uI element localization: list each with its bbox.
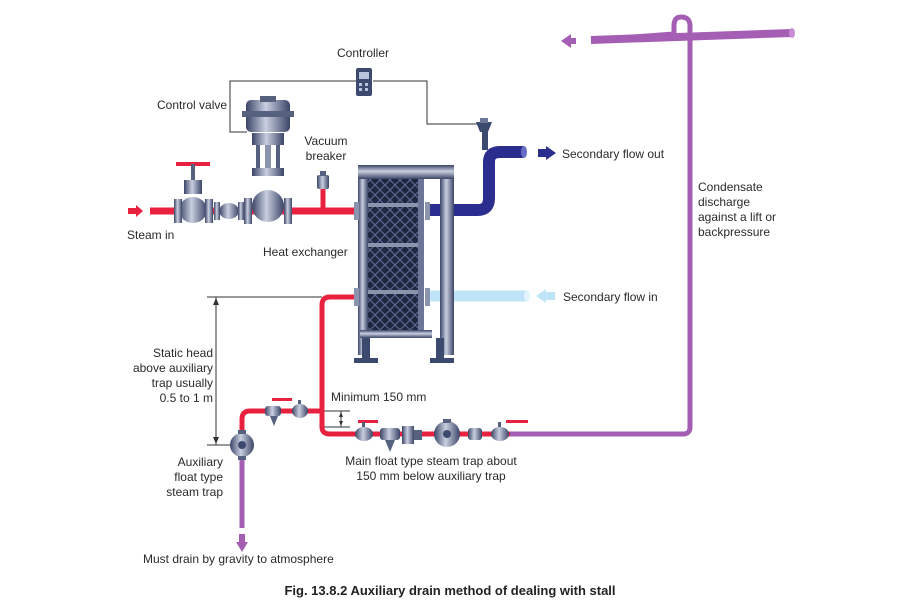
controller-icon — [356, 68, 372, 96]
steam-in-label: Steam in — [127, 228, 175, 242]
aux-strainer-icon — [265, 406, 281, 426]
secondary-in-arrow-tail — [546, 292, 555, 300]
secondary-in-arrow — [536, 289, 546, 303]
strainer-icon — [214, 202, 244, 220]
aux-trap-label-line-1: Auxiliary — [177, 455, 223, 469]
condensate-outlet-pipe — [590, 29, 793, 44]
vacuum-breaker-label: Vacuum breaker — [298, 134, 354, 164]
control-valve-icon — [242, 96, 294, 224]
main-strainer-icon — [380, 428, 400, 452]
main-isolation-valve-2-icon — [491, 420, 528, 441]
main-check-valve-icon — [402, 426, 422, 444]
vacuum-breaker-icon — [317, 171, 329, 189]
static-head-label-line-2: above auxiliary — [132, 361, 213, 375]
condensate-flow-arrow — [561, 34, 571, 48]
condensate-outlet-end — [789, 28, 795, 38]
main-float-trap-icon — [434, 419, 460, 447]
gravity-arrow-tail — [239, 534, 245, 542]
vacuum-breaker-label-line-1: Vacuum — [304, 134, 348, 148]
static-head-label-line-3: trap usually — [151, 376, 213, 390]
aux-trap-label-line-3: steam trap — [166, 485, 223, 499]
auxiliary-trap-label: Auxiliary float type steam trap — [140, 455, 223, 500]
heat-exchanger-icon — [354, 165, 454, 363]
gravity-drain-label: Must drain by gravity to atmosphere — [143, 552, 334, 566]
secondary-out-pipe — [430, 146, 523, 216]
secondary-out-arrow-tail — [538, 149, 546, 157]
aux-trap-label-line-2: float type — [174, 470, 223, 484]
controller-signal-to-valve — [229, 80, 356, 133]
secondary-in-label: Secondary flow in — [563, 290, 658, 304]
aux-branch-pipe — [239, 408, 322, 440]
vacuum-breaker-label-line-2: breaker — [305, 149, 347, 163]
main-trap-label: Main float type steam trap about 150 mm … — [331, 454, 531, 484]
condensate-label-line-1: Condensate — [698, 180, 763, 194]
figure-caption: Fig. 13.8.2 Auxiliary drain method of de… — [284, 583, 616, 598]
static-head-label-line-1: Static head — [152, 346, 213, 360]
secondary-out-pipe-end — [521, 146, 527, 158]
minimum-arrow-bottom — [339, 421, 343, 426]
steam-in-arrow — [136, 205, 143, 217]
aux-float-trap-icon — [230, 430, 254, 460]
static-head-label: Static head above auxiliary trap usually… — [112, 346, 213, 406]
condensate-label-line-2: discharge — [698, 195, 751, 209]
temperature-sensor-icon — [476, 118, 492, 150]
gravity-arrow — [236, 542, 248, 552]
minimum-arrow-top — [339, 412, 343, 417]
stop-valve-icon — [174, 162, 213, 223]
secondary-in-pipe-end — [524, 290, 530, 302]
main-sight-glass-icon — [468, 428, 482, 440]
drain-pipe-steam — [319, 294, 510, 437]
static-head-arrow-bottom — [213, 437, 219, 444]
condensate-return-pipe — [508, 14, 693, 437]
heat-exchanger-label: Heat exchanger — [263, 245, 348, 259]
controller-label: Controller — [337, 46, 390, 60]
controller-signal-to-sensor — [373, 80, 478, 125]
secondary-out-arrow — [546, 146, 556, 160]
static-head-label-line-4: 0.5 to 1 m — [159, 391, 213, 405]
minimum-150mm-label: Minimum 150 mm — [331, 390, 427, 404]
control-valve-label: Control valve — [157, 98, 228, 112]
condensate-flow-arrow-tail — [570, 38, 576, 44]
main-isolation-valve-1-icon — [355, 420, 378, 441]
condensate-label-line-3: against a lift or — [698, 210, 777, 224]
main-trap-label-line-2: 150 mm below auxiliary trap — [356, 469, 506, 483]
condensate-discharge-label: Condensate discharge against a lift or b… — [698, 180, 776, 240]
aux-isolation-valve-icon — [272, 398, 308, 418]
main-trap-label-line-1: Main float type steam trap about — [345, 454, 517, 468]
steam-in-arrow-tail — [128, 208, 136, 214]
secondary-out-label: Secondary flow out — [562, 147, 665, 161]
condensate-label-line-4: backpressure — [698, 225, 771, 239]
static-head-arrow-top — [213, 298, 219, 305]
